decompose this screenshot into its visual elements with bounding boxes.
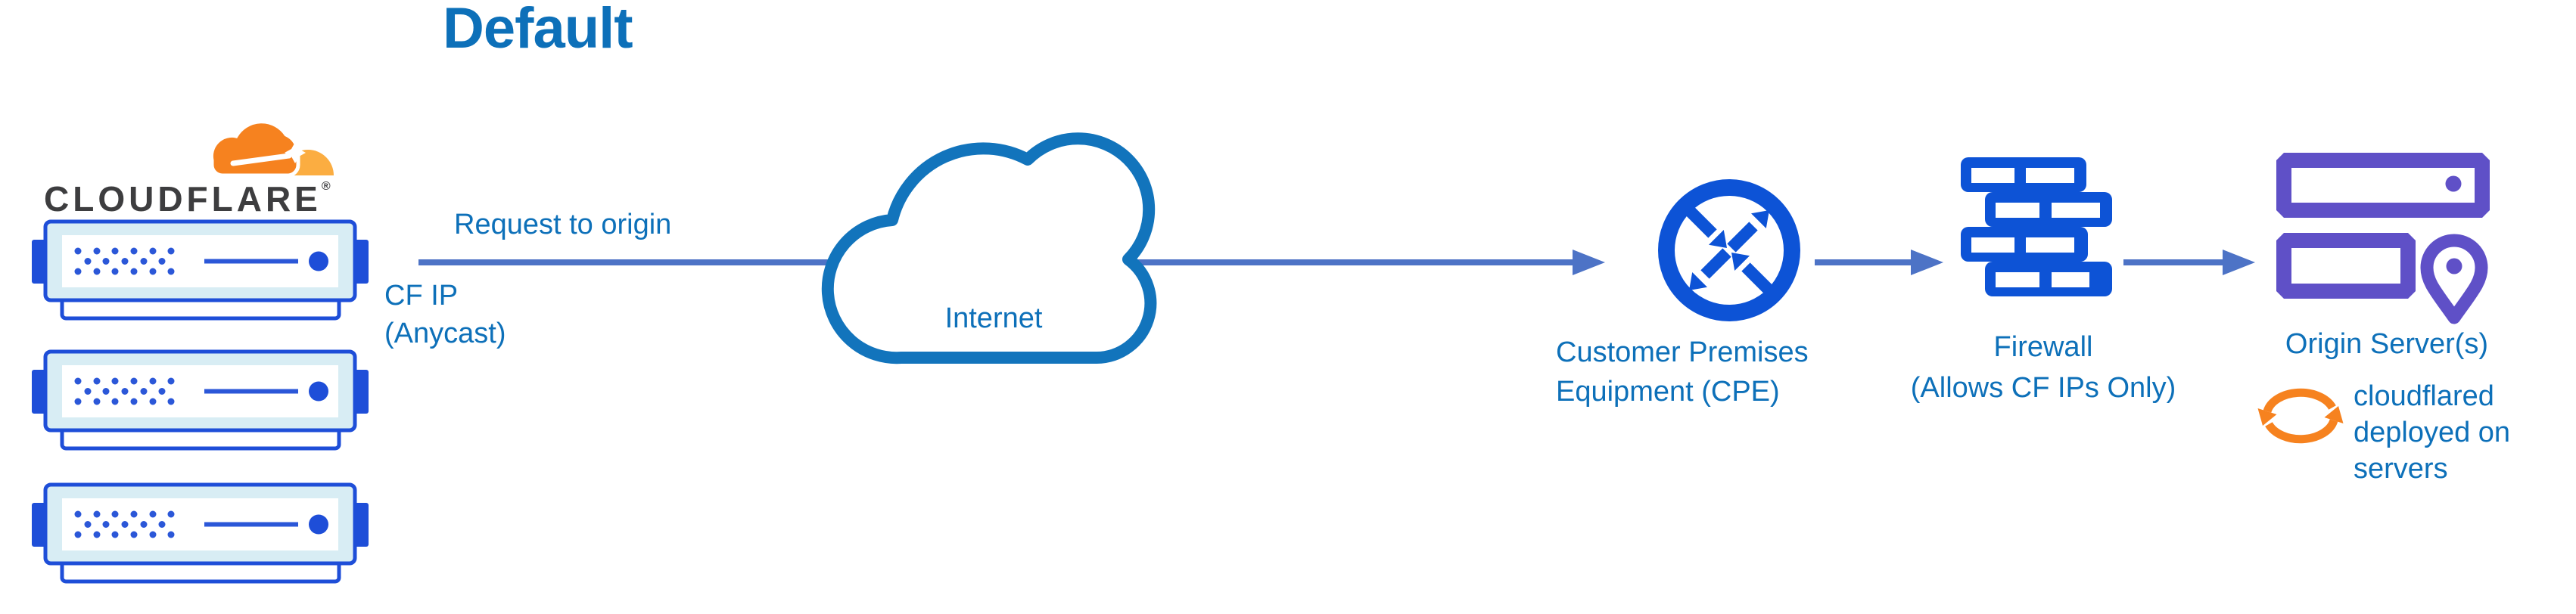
origin-servers-icon: [2276, 153, 2490, 324]
cloudflare-cloud-icon: [209, 119, 334, 178]
cloudflare-wordmark: CLOUDFLARE®: [44, 178, 331, 219]
firewall-brick-icon: [1961, 157, 2112, 296]
cloudflare-logo: CLOUDFLARE®: [44, 107, 341, 219]
cpe-label: Customer Premises Equipment (CPE): [1556, 336, 1809, 408]
cf-ip-anycast-label: CF IP (Anycast): [384, 280, 506, 349]
origin-label: Origin Server(s): [2285, 328, 2489, 360]
cloudflare-server-icon: [32, 483, 369, 584]
arrowhead-icon: [1573, 250, 1605, 275]
cpe-router-icon: [1658, 179, 1800, 321]
cloudflared-label: cloudflared deployed on servers: [2354, 380, 2511, 485]
request-to-origin-label: Request to origin: [454, 209, 672, 240]
internet-cloud-icon: [821, 132, 1157, 364]
diagram-title: Default: [443, 0, 633, 60]
sparkle-icon: [285, 142, 306, 163]
sync-arrows-icon: [2257, 388, 2345, 448]
internet-label: Internet: [944, 302, 1043, 334]
arrowhead-icon: [2223, 250, 2255, 275]
cpe-to-firewall-arrow: [1815, 250, 1943, 275]
firewall-to-origin-arrow: [2123, 250, 2255, 275]
registered-mark: ®: [321, 180, 331, 193]
arrowhead-icon: [1911, 250, 1943, 275]
firewall-label: Firewall (Allows CF IPs Only): [1910, 331, 2176, 404]
location-pin-icon: [2420, 234, 2488, 324]
cloudflare-server-icon: [32, 350, 369, 451]
wordmark-text: CLOUDFLARE: [44, 179, 322, 219]
cloudflare-server-icon: [32, 220, 369, 321]
